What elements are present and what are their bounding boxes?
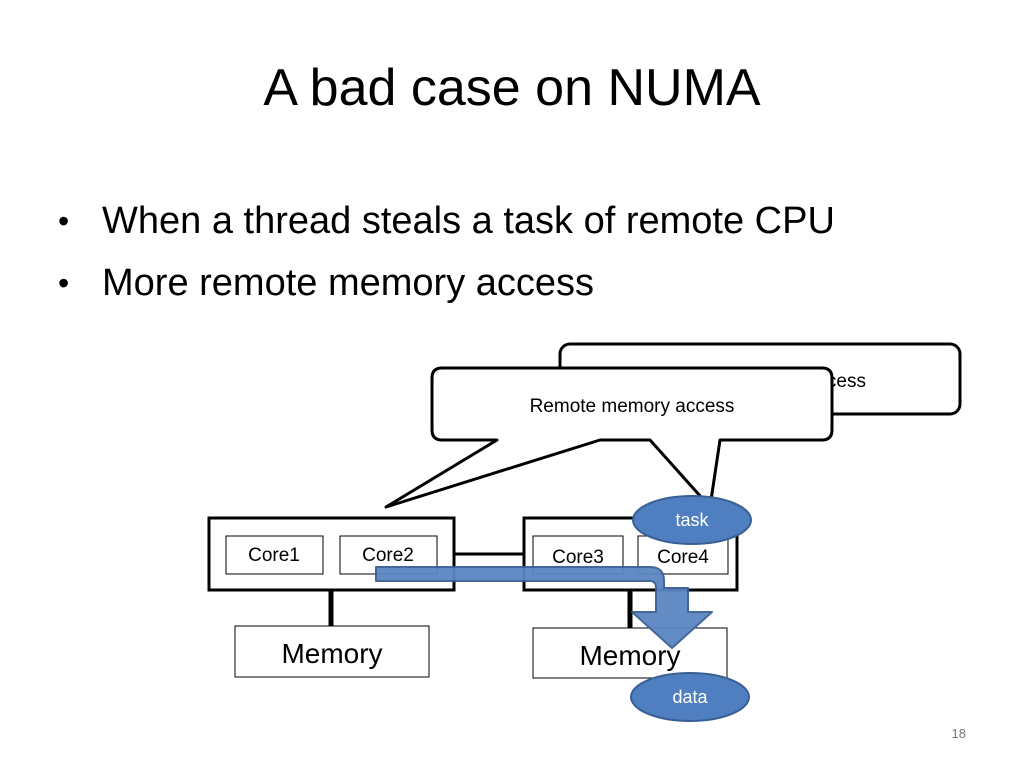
memory-label: Memory [281,638,382,669]
callout-back-text: cess [827,371,866,392]
bullet-item: • More remote memory access [58,252,835,314]
bullet-item: • When a thread steals a task of remote … [58,190,835,252]
callout-front-box [384,366,834,509]
memory-box-1 [234,625,430,678]
bullet-list: • When a thread steals a task of remote … [58,190,835,314]
page-number: 18 [951,726,966,741]
memory-box-2 [532,627,728,679]
core-label: Core1 [248,545,300,566]
remote-access-arrow-icon [375,566,713,649]
bullet-dot-icon: • [58,265,70,301]
data-badge: data [630,672,750,722]
task-ellipse [632,495,752,545]
data-label: data [672,687,708,707]
core-label: Core4 [657,547,709,568]
slide-title: A bad case on NUMA [263,59,761,117]
task-label: task [675,510,709,530]
bullet-text: When a thread steals a task of remote CP… [102,200,835,242]
data-ellipse [630,672,750,722]
callout-front-text: Remote memory access [530,396,735,417]
task-badge: task [632,495,752,545]
core-box [225,535,324,575]
core-label: Core2 [362,545,414,566]
core-label: Core3 [552,547,604,568]
callout-front: Remote memory access [384,366,834,509]
memory-label: Memory [579,640,680,671]
bullet-text: More remote memory access [102,262,595,304]
bullet-dot-icon: • [58,203,70,239]
numa-node-1: Core1 Core2 Memory [207,516,456,678]
